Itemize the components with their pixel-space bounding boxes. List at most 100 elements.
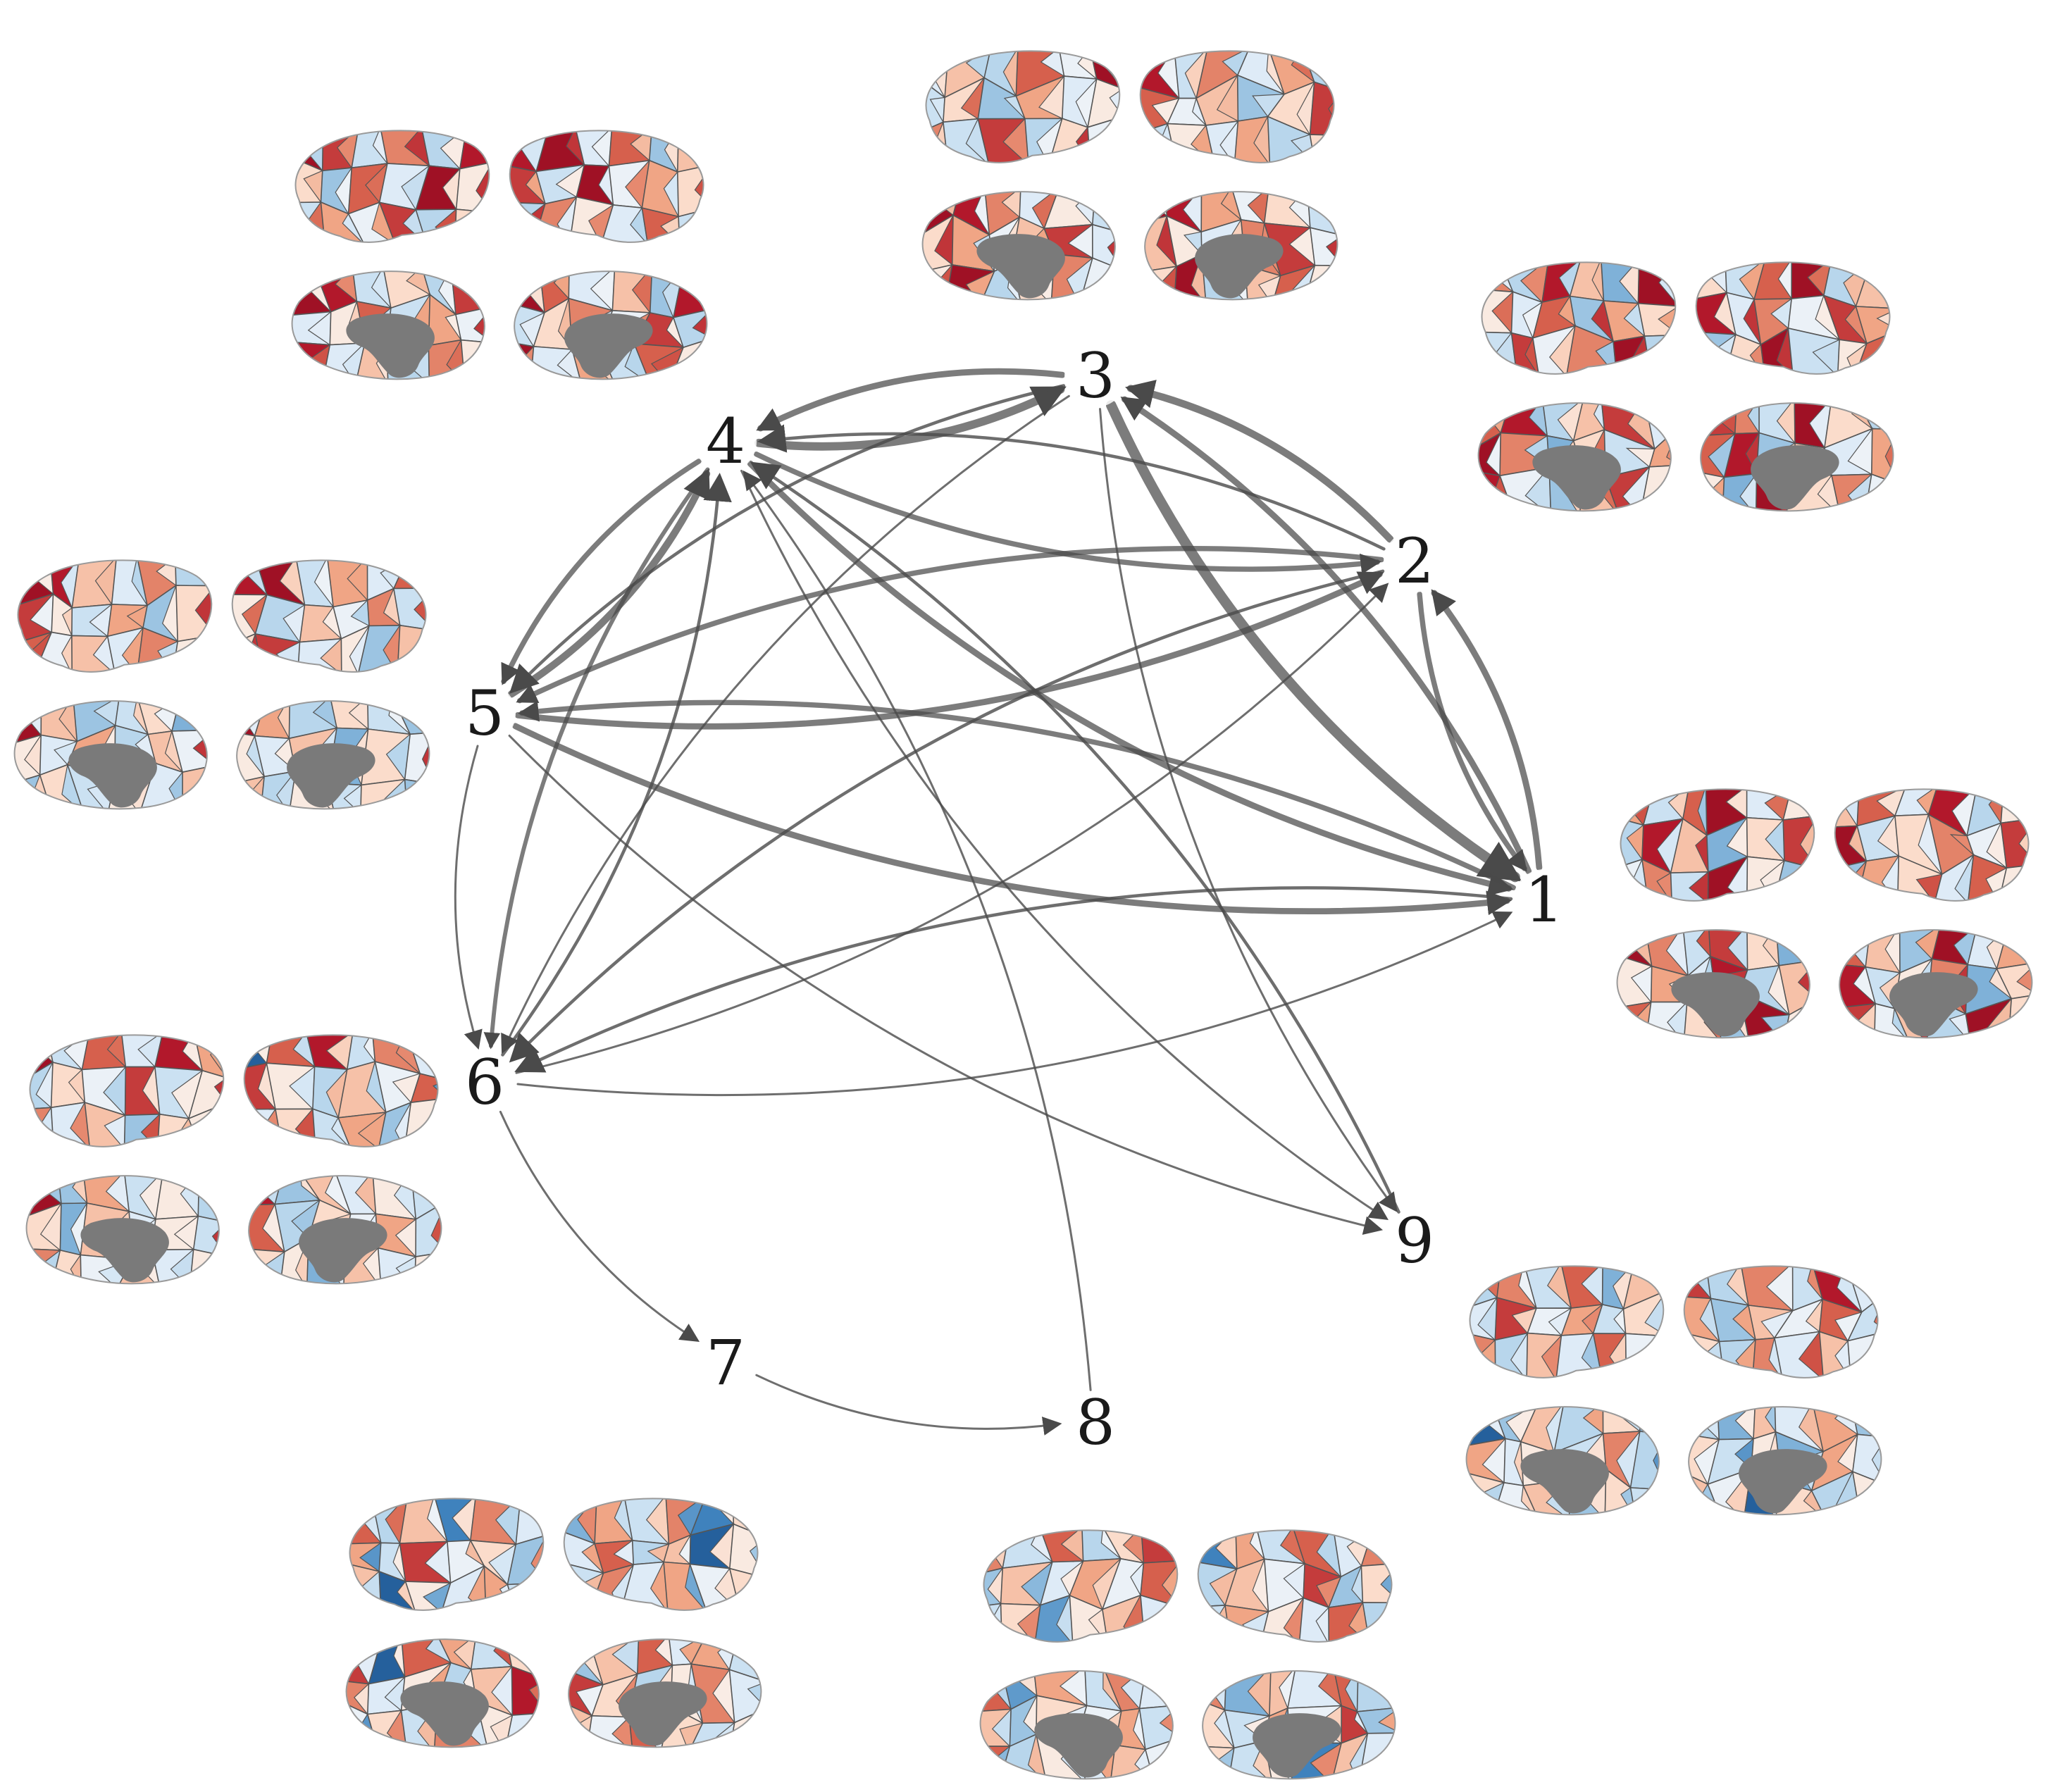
parcel — [404, 731, 430, 785]
edge-5-to-9 — [508, 734, 1384, 1236]
cortex-outline — [1469, 1265, 1665, 1379]
cortex-outline — [291, 270, 485, 380]
parcel — [421, 560, 426, 590]
parcel — [1666, 427, 1671, 466]
parcel — [1138, 1671, 1173, 1710]
hemisphere-left-lateral — [1469, 1265, 1665, 1379]
parcel — [454, 209, 490, 242]
parcel — [528, 1712, 539, 1748]
edge-6-to-7 — [499, 1110, 700, 1343]
edge-3-to-5 — [509, 384, 1066, 694]
parcel — [1325, 134, 1334, 163]
parcel — [418, 783, 430, 809]
brain-map-node-7 — [345, 1498, 762, 1748]
cortex-outline — [1477, 402, 1672, 512]
hemisphere-left-medial — [979, 1670, 1174, 1780]
parcel — [619, 1561, 669, 1610]
edge-1-to-2 — [1431, 589, 1543, 871]
hemisphere-left-lateral — [925, 50, 1121, 163]
parcel — [2000, 789, 2029, 824]
parcel — [2016, 961, 2032, 996]
edge-3-to-9 — [1099, 408, 1398, 1213]
node-backdrop — [1064, 1392, 1126, 1454]
node-6: 6 — [454, 1046, 516, 1119]
hemisphere-right-lateral — [231, 559, 427, 673]
cortex-outline — [925, 50, 1121, 163]
node-label: 3 — [1076, 340, 1115, 412]
cortex-outline — [1616, 929, 1810, 1039]
node-backdrop — [1384, 1210, 1446, 1272]
parcel — [2007, 994, 2032, 1038]
node-backdrop — [454, 1052, 516, 1114]
parcel — [450, 271, 485, 316]
medial-wall — [1034, 1713, 1123, 1778]
parcel — [2020, 789, 2029, 820]
parcel — [1637, 302, 1676, 337]
edge-2-to-1 — [1417, 591, 1527, 872]
node-1: 1 — [1513, 864, 1575, 936]
cortex-outline — [509, 130, 704, 243]
parcel — [1644, 334, 1676, 374]
parcel — [1876, 308, 1890, 332]
parcel — [2021, 863, 2029, 901]
hemisphere-left-lateral — [294, 130, 490, 243]
node-backdrop — [695, 1332, 757, 1394]
parcel — [504, 1712, 539, 1748]
hemisphere-right-medial — [1700, 402, 1894, 512]
parcel — [1160, 1606, 1178, 1642]
parcel — [1309, 81, 1334, 137]
parcel — [2022, 930, 2032, 964]
cortex-outline — [231, 559, 427, 673]
brain-map-node-2 — [1477, 261, 1894, 512]
parcel — [747, 1577, 758, 1610]
parcel — [1648, 1488, 1659, 1515]
brain-map-node-3 — [921, 50, 1338, 301]
brain-map-node-8 — [979, 1529, 1396, 1780]
parcel — [676, 163, 704, 218]
cortex-outline — [29, 1034, 225, 1147]
cortex-outline — [921, 191, 1116, 301]
medial-wall — [68, 743, 157, 808]
cortex-outline — [1481, 261, 1677, 375]
hemisphere-right-medial — [1688, 1406, 1882, 1516]
parcel — [433, 1079, 438, 1100]
medial-wall — [80, 1218, 169, 1283]
cortex-outline — [1683, 1265, 1879, 1379]
hemisphere-left-medial — [1477, 402, 1672, 512]
parcel — [695, 206, 704, 242]
node-3: 3 — [1064, 340, 1126, 412]
brain-map-node-4 — [291, 130, 708, 380]
edge-8-to-4 — [743, 470, 1092, 1391]
hemisphere-right-medial — [1202, 1670, 1396, 1780]
parcel — [573, 1715, 592, 1748]
cortex-outline — [349, 1498, 545, 1611]
hemisphere-right-medial — [1144, 191, 1338, 301]
cortex-outline — [17, 559, 213, 673]
cortex-outline — [568, 1638, 762, 1748]
hemisphere-right-lateral — [1834, 788, 2030, 902]
edge-3-to-6 — [501, 394, 1070, 1054]
hemisphere-right-medial — [248, 1175, 442, 1285]
parcel — [692, 308, 707, 340]
edge-2-to-4 — [757, 424, 1386, 551]
cortex-outline — [1695, 261, 1891, 375]
hemisphere-right-lateral — [1683, 1265, 1879, 1379]
node-label: 6 — [465, 1046, 504, 1119]
medial-wall — [299, 1218, 387, 1283]
edge-6-to-2 — [515, 583, 1389, 1074]
node-label: 9 — [1395, 1205, 1434, 1277]
parcel — [1800, 868, 1815, 901]
brain-map-node-9 — [1465, 1265, 1882, 1516]
hemisphere-left-medial — [25, 1175, 220, 1285]
edge-1-to-3 — [1120, 396, 1532, 874]
parcel — [1996, 930, 2032, 970]
hemisphere-left-lateral — [29, 1034, 225, 1147]
parcel — [404, 778, 430, 809]
parcel — [672, 271, 707, 318]
node-backdrop — [1384, 530, 1446, 592]
hemisphere-right-lateral — [563, 1498, 759, 1611]
hemisphere-left-lateral — [349, 1498, 545, 1611]
parcel — [600, 204, 649, 242]
parcel — [695, 130, 704, 166]
